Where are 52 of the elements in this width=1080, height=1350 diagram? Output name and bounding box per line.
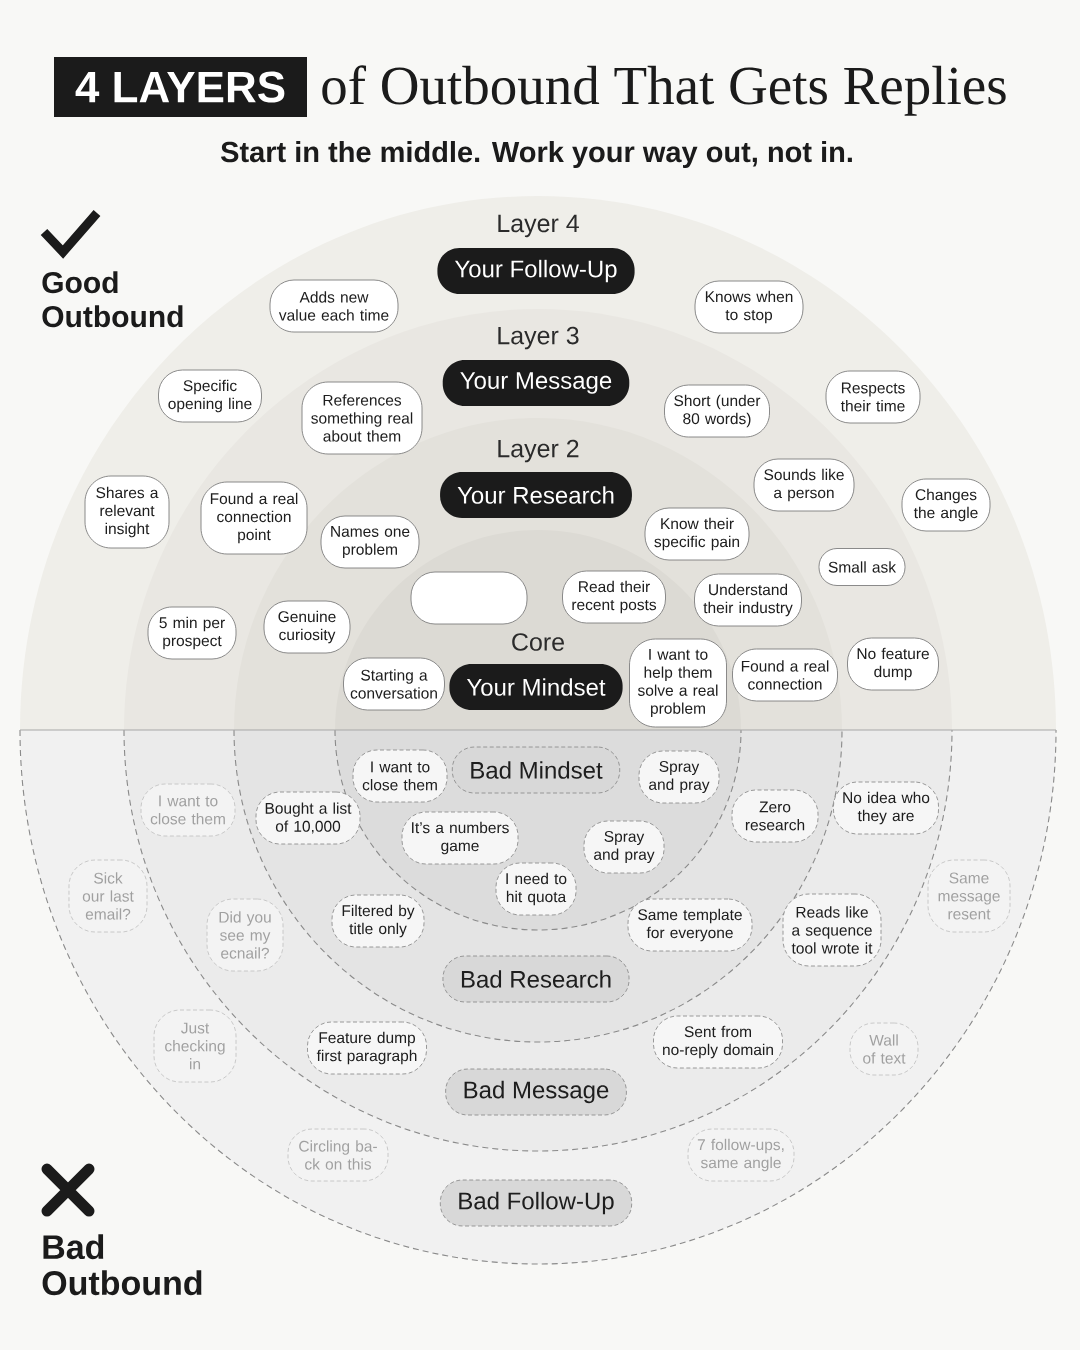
tag: Names one problem xyxy=(320,515,420,569)
layer-heading: Bad Research xyxy=(442,955,630,1003)
title: of Outbound That Gets Replies xyxy=(322,65,1006,116)
tag: No feature dump xyxy=(847,637,939,691)
tag: Knows when to stop xyxy=(694,280,804,334)
dashed-tag: Reads like a sequence tool wrote it xyxy=(782,893,882,967)
tag: Found a real connection point xyxy=(200,481,308,555)
faded-tag: Just checking in xyxy=(153,1009,237,1083)
tag: Found a real connection xyxy=(732,648,838,702)
faded-tag: Sick our last email? xyxy=(68,859,148,933)
blank-tag xyxy=(410,571,528,625)
layer-heading: Bad Message xyxy=(445,1068,627,1116)
tag: Genuine curiosity xyxy=(263,600,351,654)
tag: Specific opening line xyxy=(158,369,262,423)
layer-heading: Your Research xyxy=(440,472,632,518)
tag: 5 min per prospect xyxy=(147,606,237,660)
dashed-tag: Same template for everyone xyxy=(627,898,753,952)
title-highlight: 4 LAYERS xyxy=(54,57,307,117)
dashed-tag: Feature dump first paragraph xyxy=(307,1021,427,1075)
faded-tag: Wall of text xyxy=(849,1022,919,1076)
subtitle: Start in the middle. Work your way out, not in. xyxy=(220,141,852,169)
tag: Respects their time xyxy=(825,370,921,424)
tag: Shares a relevant insight xyxy=(84,475,170,549)
dashed-tag: No idea who they are xyxy=(833,781,939,835)
dashed-tag: Filtered by title only xyxy=(331,894,425,948)
faded-tag: I want to close them xyxy=(140,783,236,837)
dashed-tag: Sent from no-reply domain xyxy=(653,1015,783,1069)
side-heading: Bad Outbound xyxy=(42,1234,202,1296)
faded-tag: Same message resent xyxy=(927,859,1011,933)
layer-heading: Your Message xyxy=(442,360,630,406)
tag: Starting a conversation xyxy=(343,657,445,711)
dashed-tag: Spray and pray xyxy=(638,750,720,804)
tag: I want to help them solve a real problem xyxy=(629,638,727,728)
dashed-tag: I need to hit quota xyxy=(495,862,577,916)
dashed-tag: Bought a list of 10,000 xyxy=(255,791,361,845)
tag: References something real about them xyxy=(301,381,423,455)
tag: Small ask xyxy=(818,548,906,586)
tag: Know their specific pain xyxy=(644,507,750,561)
tag: Sounds like a person xyxy=(753,458,855,512)
tag: Adds new value each time xyxy=(269,279,399,333)
layer-heading: Your Mindset xyxy=(449,664,623,710)
dashed-tag: It’s a numbers game xyxy=(401,811,519,865)
layer-heading: Bad Mindset xyxy=(451,746,621,794)
dashed-tag: Spray and pray xyxy=(583,820,665,874)
tag: Short (under 80 words) xyxy=(664,384,770,438)
faded-tag: 7 follow-ups, same angle xyxy=(687,1128,795,1182)
faded-tag: Circling ba- ck on this xyxy=(287,1128,389,1182)
tag: Understand their industry xyxy=(694,573,802,627)
tag: Read their recent posts xyxy=(562,570,666,624)
layer-heading: Bad Follow-Up xyxy=(439,1179,633,1227)
layer-heading: Your Follow-Up xyxy=(437,248,635,294)
tag: Changes the angle xyxy=(901,478,991,532)
